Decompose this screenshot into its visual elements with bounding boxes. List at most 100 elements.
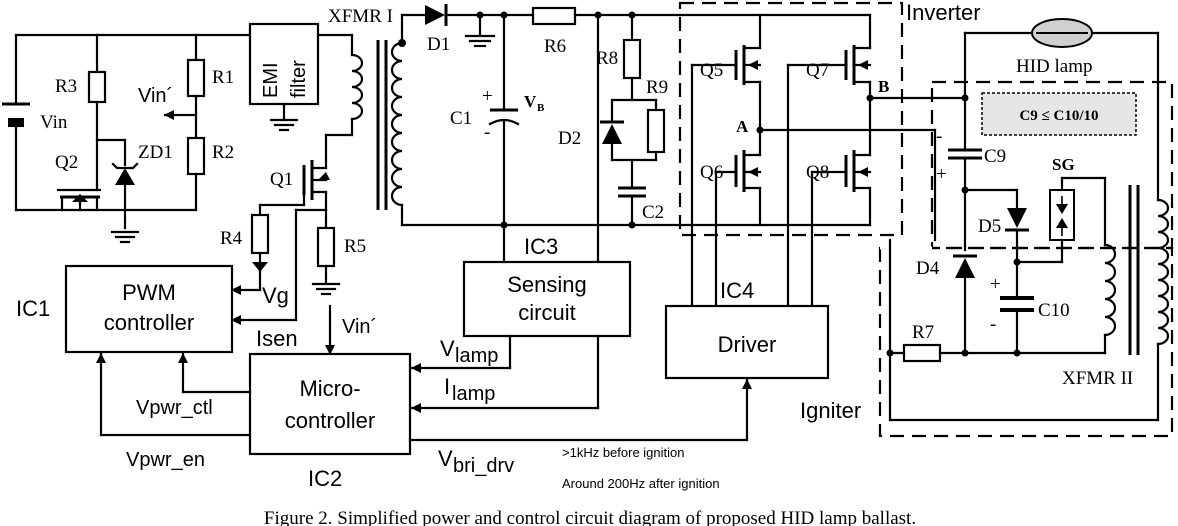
d4-diode bbox=[955, 258, 975, 278]
r9-resistor bbox=[646, 108, 666, 154]
q7-label: Q7 bbox=[806, 60, 829, 81]
micro-label-line1: Micro- bbox=[299, 376, 360, 401]
hid-lamp-label: HID lamp bbox=[1016, 56, 1093, 77]
figure-caption: Figure 2. Simplified power and control c… bbox=[264, 508, 916, 526]
c1-minus: - bbox=[484, 122, 490, 143]
freq-note-1: >1kHz before ignition bbox=[562, 445, 685, 460]
ic3-label: IC3 bbox=[524, 234, 558, 259]
ic2-label: IC2 bbox=[308, 466, 342, 491]
c2-label: C2 bbox=[642, 202, 664, 223]
isen-label: Isen bbox=[256, 326, 298, 351]
vb-label: V bbox=[524, 92, 537, 111]
dc-link: D1 R6 + - C1 V B R8 bbox=[400, 4, 682, 262]
c10-plus: + bbox=[990, 274, 1001, 295]
d4-label: D4 bbox=[916, 258, 940, 279]
r1-resistor bbox=[186, 58, 206, 98]
r6-label: R6 bbox=[544, 36, 566, 57]
c9-rule-box bbox=[981, 92, 1137, 136]
c1-label: C1 bbox=[450, 108, 472, 129]
pwm-label-line1: PWM bbox=[122, 280, 176, 305]
d1-diode bbox=[425, 5, 445, 25]
sensing-label-line2: circuit bbox=[518, 300, 575, 325]
d2-label: D2 bbox=[558, 128, 581, 149]
vg-label: Vg bbox=[262, 283, 289, 308]
q6-label: Q6 bbox=[700, 162, 723, 183]
vlamp-label: V bbox=[440, 336, 455, 361]
driver-label: Driver bbox=[718, 332, 777, 357]
d5-diode bbox=[1007, 208, 1027, 228]
xfmr2-label: XFMR II bbox=[1062, 368, 1133, 389]
r3-label: R3 bbox=[55, 76, 77, 97]
vpwr-en-label: Vpwr_en bbox=[126, 449, 205, 471]
r4-resistor bbox=[250, 213, 270, 255]
ground-icon bbox=[269, 118, 299, 132]
r7-resistor bbox=[902, 343, 942, 363]
c9-plus: + bbox=[936, 164, 947, 185]
node-a-label: A bbox=[736, 117, 749, 136]
ilamp-sub: lamp bbox=[452, 383, 495, 405]
r5-label: R5 bbox=[344, 236, 366, 257]
c1-plus: + bbox=[482, 86, 493, 107]
r2-resistor bbox=[186, 136, 206, 176]
r2-label: R2 bbox=[212, 142, 234, 163]
c9-rule-text: C9 ≤ C10/10 bbox=[1019, 108, 1098, 124]
r1-label: R1 bbox=[212, 67, 234, 88]
vbri-label: V bbox=[438, 446, 453, 471]
r4-label: R4 bbox=[220, 228, 243, 249]
vb-sub: B bbox=[537, 102, 545, 114]
q1-label: Q1 bbox=[270, 169, 293, 190]
sg-label: SG bbox=[1052, 155, 1075, 174]
d2-diode bbox=[602, 124, 622, 144]
igniter-boundary-upper bbox=[930, 80, 1174, 250]
input-section: Vin R3 R1 R2 Vin´ ZD1 bbox=[2, 22, 354, 244]
flyback-transformer: XFMR I bbox=[324, 6, 406, 227]
microcontroller-block bbox=[248, 352, 412, 456]
d5-label: D5 bbox=[978, 216, 1001, 237]
q5-label: Q5 bbox=[700, 60, 723, 81]
vin-prime-label-bottom: Vin´ bbox=[342, 316, 377, 338]
driver-block bbox=[664, 304, 830, 380]
r6-resistor bbox=[531, 6, 577, 26]
c9-label: C9 bbox=[984, 146, 1006, 167]
full-bridge bbox=[678, 13, 967, 307]
q2-transistor bbox=[56, 183, 102, 212]
q8-label: Q8 bbox=[806, 162, 829, 183]
r7-label: R7 bbox=[912, 322, 934, 343]
r8-label: R8 bbox=[596, 48, 618, 69]
sensing-circuit-block bbox=[462, 260, 632, 338]
sensing-label-line1: Sensing bbox=[507, 272, 587, 297]
emi-label-line2: filter bbox=[288, 60, 310, 98]
q1-transistor bbox=[258, 158, 330, 217]
pwm-label-line2: controller bbox=[104, 310, 194, 335]
vin-label: Vin bbox=[40, 112, 68, 133]
zd1-label: ZD1 bbox=[138, 142, 173, 163]
ic1-label: IC1 bbox=[16, 296, 50, 321]
d1-label: D1 bbox=[427, 34, 450, 55]
ic4-label: IC4 bbox=[720, 278, 754, 303]
micro-label-line2: controller bbox=[285, 408, 375, 433]
vlamp-sub: lamp bbox=[455, 345, 498, 367]
c10-minus: - bbox=[990, 314, 996, 335]
vpwr-ctl-label: Vpwr_ctl bbox=[136, 397, 213, 419]
ground-icon bbox=[110, 230, 140, 244]
pwm-controller-block bbox=[64, 264, 234, 354]
inverter-label: Inverter bbox=[906, 0, 981, 25]
vbri-sub: bri_drv bbox=[453, 455, 514, 477]
igniter-label: Igniter bbox=[800, 398, 861, 423]
freq-note-2: Around 200Hz after ignition bbox=[562, 476, 720, 491]
r8-resistor bbox=[622, 38, 642, 80]
xfmr1-label: XFMR I bbox=[328, 6, 393, 27]
ilamp-label: I bbox=[444, 374, 450, 399]
inverter-boundary bbox=[678, 1, 904, 237]
r9-label: R9 bbox=[646, 77, 668, 98]
r5-resistor bbox=[316, 226, 336, 268]
ground-icon bbox=[311, 282, 341, 296]
c9-minus: - bbox=[936, 126, 942, 147]
battery-plate-short bbox=[8, 118, 24, 127]
emi-label-line1: EMI bbox=[260, 62, 282, 98]
c10-label: C10 bbox=[1038, 300, 1070, 321]
vin-prime-label-top: Vin´ bbox=[138, 85, 173, 107]
zd1-diode bbox=[115, 168, 135, 185]
q2-label: Q2 bbox=[55, 152, 78, 173]
